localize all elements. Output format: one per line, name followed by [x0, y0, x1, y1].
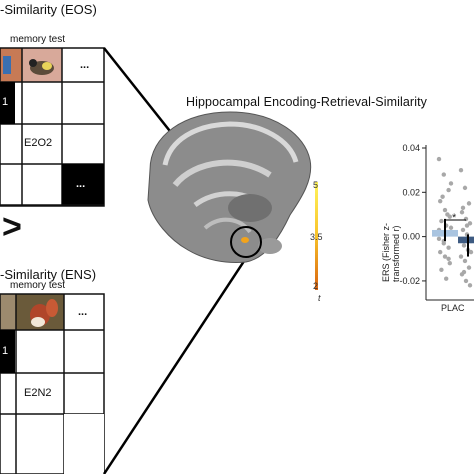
brain-slice	[147, 111, 312, 263]
eos-diag-label: E2O2	[24, 137, 53, 149]
eos-image-strip	[0, 48, 62, 82]
data-point	[440, 194, 445, 199]
data-point	[442, 207, 448, 213]
data-point	[468, 249, 474, 255]
chart-category-label: PLAC	[441, 303, 465, 313]
ens-image-1	[0, 294, 16, 330]
hippocampal-ers-title: Hippocampal Encoding-Retrieval-Similarit…	[186, 95, 427, 109]
eos-left-label: 1	[2, 96, 9, 108]
eos-bottom-ellipsis: ...	[76, 178, 86, 190]
squirrel-tail-icon	[46, 299, 58, 317]
ens-top-ellipsis: ...	[78, 306, 88, 318]
y-tick-label: 0.02	[402, 187, 420, 197]
ens-matrix	[0, 293, 105, 474]
data-point	[438, 249, 443, 255]
y-tick-label: -0.02	[399, 276, 420, 286]
data-point	[448, 225, 454, 230]
eos-image-1-figure	[3, 56, 11, 74]
significance-star: *	[452, 212, 457, 224]
data-point	[462, 258, 468, 264]
eos-left-black-cell	[0, 82, 15, 124]
data-point	[466, 201, 472, 206]
data-point	[448, 181, 454, 186]
points-series-b	[458, 167, 474, 288]
ens-left-black-cell	[0, 330, 15, 373]
ers-chart: 0.04 0.02 0.00 -0.02	[399, 143, 474, 301]
data-point	[447, 261, 452, 266]
ens-diag-label: E2N2	[24, 387, 52, 399]
data-point	[444, 276, 449, 281]
bird-breast-icon	[42, 62, 52, 70]
data-point	[467, 283, 473, 288]
data-point	[436, 236, 442, 242]
y-tick-label: 0.04	[402, 143, 420, 153]
hippocampal-activation-blob	[241, 237, 249, 243]
eos-top-ellipsis: ...	[80, 59, 90, 71]
data-point	[446, 187, 451, 193]
data-point	[459, 210, 465, 215]
colorbar	[315, 182, 318, 290]
data-point	[436, 156, 442, 162]
data-point	[467, 221, 473, 226]
data-point	[446, 245, 451, 250]
colorbar-mid: 3.5	[310, 232, 323, 242]
data-point	[442, 254, 448, 259]
chart-ylabel: ERS (Fisher z-transformed r)	[381, 222, 401, 282]
data-point	[439, 218, 444, 224]
data-point	[461, 243, 467, 248]
y-ticks: 0.04 0.02 0.00 -0.02	[399, 143, 426, 286]
colorbar-max: 5	[313, 180, 319, 190]
data-point	[438, 198, 443, 204]
eos-title: -Similarity (EOS)	[0, 2, 97, 17]
squirrel-chest-icon	[31, 317, 45, 327]
eos-matrix	[0, 47, 105, 207]
greater-than-symbol: >	[2, 208, 22, 246]
data-point	[462, 185, 468, 191]
ens-title: -Similarity (ENS)	[0, 267, 97, 282]
colorbar-min: 2	[313, 281, 319, 291]
ens-image-strip	[0, 294, 64, 330]
data-point	[445, 212, 450, 217]
data-point	[463, 278, 469, 284]
hippocampus-highlight-circle	[230, 226, 262, 258]
data-point	[439, 267, 444, 273]
eos-diag-black-cell	[62, 164, 104, 206]
colorbar-unit: t	[318, 293, 321, 303]
eos-memory-test-label: memory test	[10, 34, 66, 45]
data-point	[446, 256, 451, 261]
ens-memory-test-label: memory test	[10, 280, 66, 291]
bird-head-icon	[29, 59, 37, 67]
y-tick-label: 0.00	[402, 232, 420, 242]
data-point	[464, 223, 470, 228]
ens-diag-cell	[64, 414, 104, 474]
data-point	[458, 254, 464, 259]
points-series-a	[436, 156, 454, 281]
data-point	[458, 167, 464, 173]
data-point	[460, 205, 466, 211]
data-point	[460, 227, 466, 233]
bar-series-b	[458, 236, 474, 244]
data-point	[441, 172, 446, 177]
data-point	[461, 269, 467, 275]
data-point	[466, 265, 472, 270]
ens-left-label: 1	[2, 345, 9, 357]
